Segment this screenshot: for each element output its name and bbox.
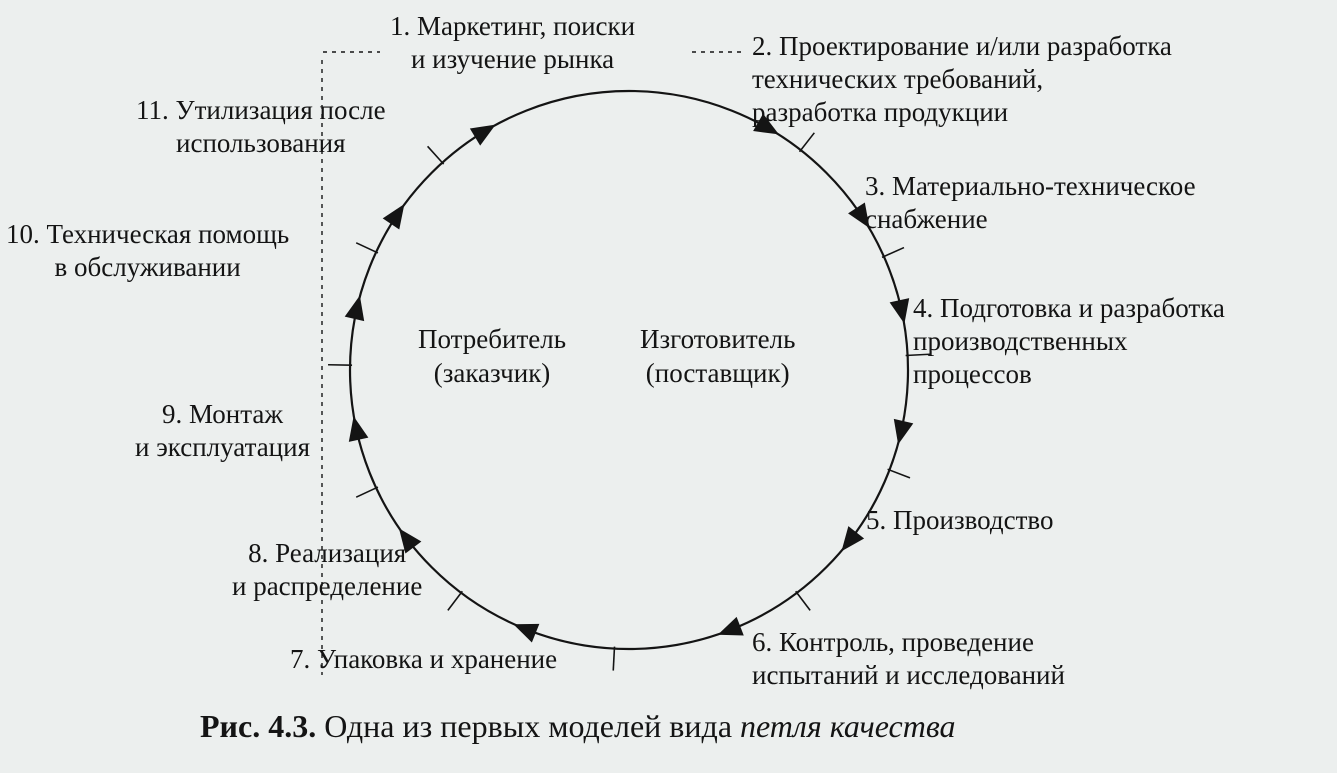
loop-arrowhead-4 [893, 418, 914, 445]
loop-arrowhead-11 [382, 204, 405, 230]
stage-tick-1 [798, 132, 815, 153]
stage-tick-11 [426, 145, 445, 165]
loop-arrowhead-2 [848, 202, 870, 229]
loop-arrowhead-1 [753, 113, 779, 135]
stage-tick-3 [905, 353, 930, 357]
consumer-label: Потребитель(заказчик) [418, 324, 567, 388]
stage-tick-5 [795, 590, 811, 611]
caption-text: Одна из первых моделей вида [316, 708, 741, 744]
loop-arrowhead-10 [344, 295, 365, 322]
loop-arrowhead-7 [513, 623, 540, 643]
producer-label: Изготовитель(поставщик) [640, 324, 796, 388]
caption-number: Рис. 4.3. [200, 708, 317, 744]
stage-tick-2 [881, 246, 905, 259]
stage-tick-8 [355, 486, 379, 498]
loop-arrowhead-8 [398, 528, 422, 554]
stage-tick-marks [328, 132, 930, 671]
stage-tick-4 [887, 468, 911, 479]
caption-emphasis: петля качества [740, 708, 956, 744]
stage-tick-6 [612, 646, 616, 671]
stage-7-label: 7. Упаковка и хранение [290, 644, 558, 674]
stage-tick-7 [447, 590, 463, 611]
stage-5-label: 5. Производство [866, 505, 1054, 535]
loop-arrowhead-12 [469, 124, 496, 146]
loop-arrowhead-5 [841, 526, 865, 552]
loop-arrowhead-6 [717, 616, 744, 636]
loop-arrowhead-9 [348, 416, 369, 442]
figure-caption: Рис. 4.3. Одна из первых моделей вида пе… [200, 708, 956, 745]
loop-arrows [344, 113, 914, 643]
loop-ring [348, 89, 910, 651]
dashed-links [321, 51, 745, 675]
stage-tick-10 [355, 242, 379, 254]
loop-arrowhead-3 [889, 298, 910, 324]
